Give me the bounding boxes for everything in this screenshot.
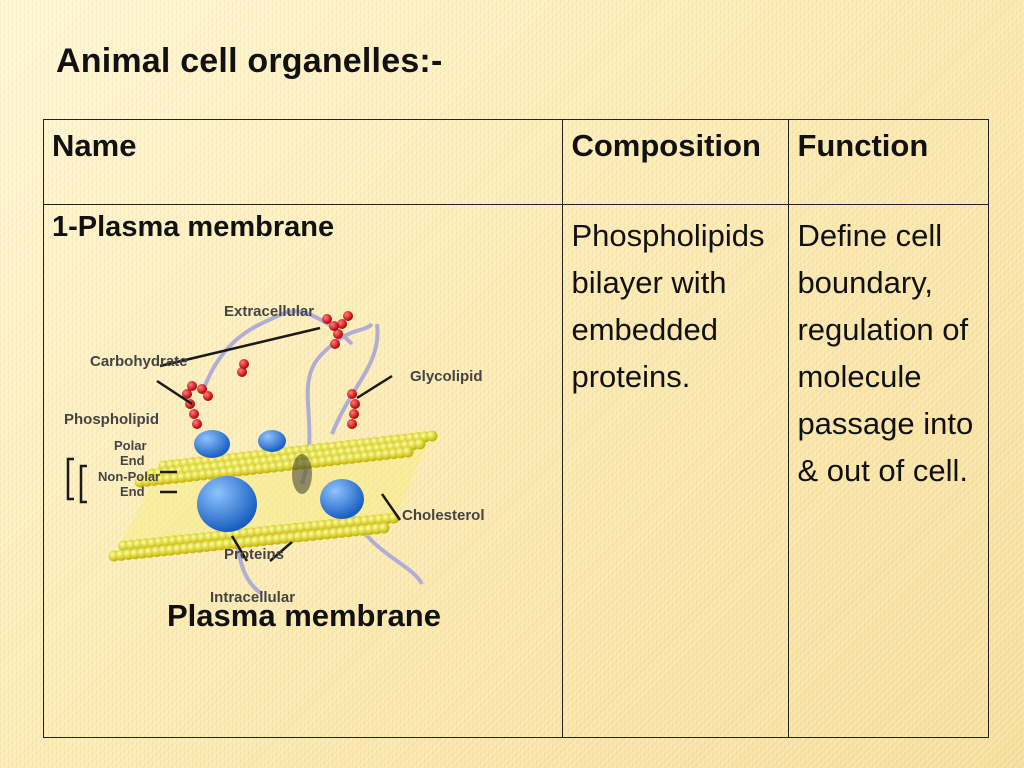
composition-text: Phospholipids bilayer with embedded prot… xyxy=(571,218,765,394)
slide-title: Animal cell organelles:- xyxy=(56,42,443,80)
label-phospholipid: Phospholipid xyxy=(64,411,159,428)
header-function: Function xyxy=(788,119,989,205)
table-row: 1-Plasma membrane xyxy=(42,204,989,738)
label-glycolipid: Glycolipid xyxy=(410,368,483,385)
label-carbohydrate: Carbohydrate xyxy=(90,353,188,370)
label-leader-lines xyxy=(66,326,402,562)
header-name: Name xyxy=(42,119,564,205)
header-composition: Composition xyxy=(562,119,790,205)
function-text: Define cell boundary, regulation of mole… xyxy=(797,218,974,488)
label-non-polar-end: End xyxy=(120,484,145,499)
figure-caption: Plasma membrane xyxy=(167,598,441,633)
label-polar: Polar xyxy=(114,438,147,453)
label-proteins: Proteins xyxy=(224,546,284,563)
label-polar-end: End xyxy=(120,453,145,468)
membrane-proteins xyxy=(194,430,364,532)
carbohydrate-chains xyxy=(182,311,360,429)
label-cholesterol: Cholesterol xyxy=(402,507,485,524)
table-header-row: Name Composition Function xyxy=(42,119,989,205)
label-non-polar: Non-Polar xyxy=(98,469,160,484)
membrane-illustration: Extracellular Carbohydrate Glycolipid Ph… xyxy=(64,303,485,606)
name-cell: 1-Plasma membrane xyxy=(42,204,564,738)
plasma-membrane-diagram: Extracellular Carbohydrate Glycolipid Ph… xyxy=(52,274,522,634)
organelle-name: 1-Plasma membrane xyxy=(52,211,335,243)
label-extracellular: Extracellular xyxy=(224,303,314,320)
organelles-table: Name Composition Function 1-Plasma membr… xyxy=(42,119,989,738)
label-intracellular: Intracellular xyxy=(210,589,295,606)
function-cell: Define cell boundary, regulation of mole… xyxy=(788,204,989,738)
composition-cell: Phospholipids bilayer with embedded prot… xyxy=(562,204,790,738)
